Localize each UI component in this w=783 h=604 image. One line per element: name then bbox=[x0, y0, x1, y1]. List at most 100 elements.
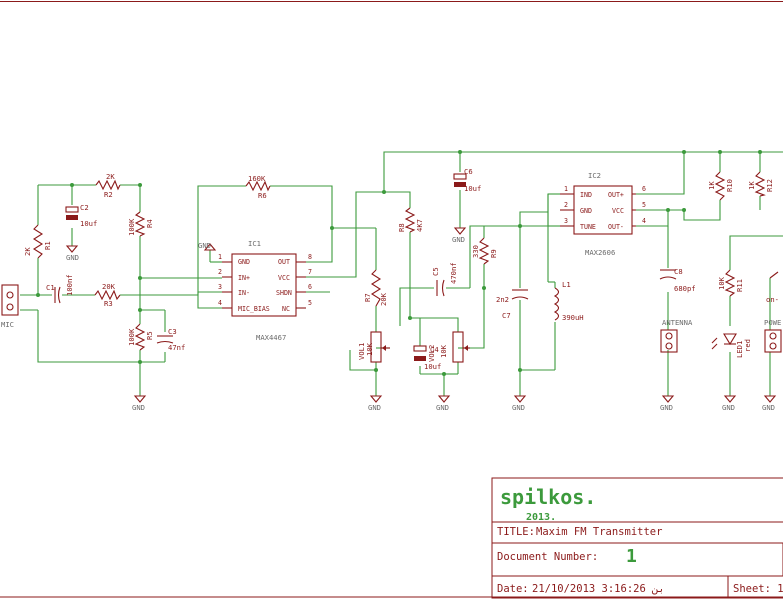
resistor-r11[interactable]: 10K R11 bbox=[717, 269, 744, 297]
resistor-r5[interactable]: 100K R5 bbox=[127, 323, 154, 351]
gnd-vol1: GND bbox=[368, 395, 383, 412]
c6-value: 10uf bbox=[464, 184, 481, 193]
gnd-power-label: GND bbox=[762, 403, 775, 412]
r5-name: R5 bbox=[145, 331, 154, 340]
resistor-r12[interactable]: 1K R12 bbox=[747, 171, 774, 197]
r1-name: R1 bbox=[43, 241, 52, 250]
title-block: spilkos. 2013. TITLE: Maxim FM Transmitt… bbox=[491, 477, 783, 599]
gnd-vol1-label: GND bbox=[368, 403, 381, 412]
vol1-name: VOL1 bbox=[357, 343, 366, 360]
resistor-r1[interactable]: 2K R1 bbox=[23, 224, 52, 259]
capacitor-c4[interactable]: C4 10uf bbox=[413, 345, 441, 371]
r2-value: 2K bbox=[106, 172, 115, 181]
resistor-r3[interactable]: 20K R3 bbox=[94, 282, 121, 308]
c7-name: C7 bbox=[502, 311, 511, 320]
onoff-switch[interactable]: on- bbox=[766, 271, 779, 304]
mic-label: MIC bbox=[1, 320, 14, 329]
resistor-r7[interactable]: 20K R7 bbox=[363, 269, 388, 307]
wires bbox=[20, 151, 783, 396]
c8-name: C8 bbox=[674, 267, 683, 276]
r1-value: 2K bbox=[23, 247, 32, 256]
ic1-pin-vcc: VCC bbox=[278, 274, 290, 282]
r5-value: 100K bbox=[127, 328, 136, 346]
ic1-pin-out: OUT bbox=[278, 258, 290, 266]
ic2-pin-outp: OUT+ bbox=[608, 191, 624, 199]
antenna-connector[interactable]: ANTENNA bbox=[660, 318, 693, 353]
gnd-r5: GND bbox=[132, 395, 147, 412]
resistor-r8[interactable]: R8 4K7 bbox=[397, 207, 424, 233]
capacitor-c3[interactable]: C3 47nf bbox=[156, 327, 185, 352]
gnd-led: GND bbox=[722, 395, 737, 412]
resistor-r4[interactable]: 100K R4 bbox=[127, 211, 154, 237]
c3-value: 47nf bbox=[168, 343, 185, 352]
mic-connector[interactable]: MIC bbox=[1, 284, 19, 329]
ic2-pinnum-3: 3 bbox=[564, 217, 568, 225]
c4-value: 10uf bbox=[424, 362, 441, 371]
r4-value: 100K bbox=[127, 218, 136, 236]
inductor-l1[interactable]: L1 390uH bbox=[553, 280, 584, 322]
ic2-pin-ind: IND bbox=[580, 191, 592, 199]
ic2-pinnum-2: 2 bbox=[564, 201, 568, 209]
resistor-r10[interactable]: 1K R10 bbox=[707, 171, 734, 201]
gnd-c2: GND bbox=[65, 245, 79, 262]
c2-value: 10uf bbox=[80, 219, 97, 228]
resistor-r6[interactable]: 160K R6 bbox=[245, 174, 271, 200]
resistor-r9[interactable]: 330 R9 bbox=[471, 237, 498, 265]
ic2-pinnum-6: 6 bbox=[642, 185, 646, 193]
ic2-pin-gnd: GND bbox=[580, 207, 592, 215]
ic1-pin-micbias: MIC_BIAS bbox=[238, 305, 270, 313]
gnd-antenna: GND bbox=[660, 395, 675, 412]
onoff-label: on- bbox=[766, 295, 779, 304]
drawing-title: Maxim FM Transmitter bbox=[536, 526, 662, 538]
ground-symbols: GND GND GND GND GND GND GND GND bbox=[65, 227, 777, 412]
r8-name: R8 bbox=[397, 223, 406, 232]
r12-name: R12 bbox=[765, 179, 774, 192]
capacitor-c5[interactable]: C5 470nf bbox=[431, 262, 458, 297]
potentiometer-vol1[interactable]: VOL1 10K bbox=[357, 331, 390, 363]
ic2-pin-tune: TUNE bbox=[580, 223, 596, 231]
ic2-pinnum-4: 4 bbox=[642, 217, 646, 225]
potentiometer-vol2[interactable]: VOL2 10K bbox=[427, 331, 470, 363]
capacitor-c7[interactable]: 2n2 C7 bbox=[496, 289, 529, 320]
power-connector[interactable]: POWE bbox=[764, 318, 782, 353]
led1-value: red bbox=[743, 339, 752, 352]
capacitor-c6[interactable]: C6 10uf bbox=[453, 167, 481, 193]
r3-value: 20K bbox=[102, 282, 116, 291]
ic1-pin-inm: IN- bbox=[238, 289, 250, 297]
ic2-max2606[interactable]: IC2 MAX2606 IND GND TUNE OUT+ VCC OUT- 1… bbox=[560, 171, 646, 257]
vol1-value: 10K bbox=[365, 342, 374, 356]
gnd-c6: GND bbox=[452, 227, 467, 244]
c4-name: C4 bbox=[430, 345, 439, 354]
c5-name: C5 bbox=[431, 267, 440, 276]
gnd-led-label: GND bbox=[722, 403, 735, 412]
ic1-pinnum-5: 5 bbox=[308, 299, 312, 307]
gnd-c7: GND bbox=[512, 395, 527, 412]
ic1-pinnum-3: 3 bbox=[218, 283, 222, 291]
resistor-r2[interactable]: 2K R2 bbox=[95, 172, 121, 199]
gnd-r5-label: GND bbox=[132, 403, 145, 412]
r9-name: R9 bbox=[489, 249, 498, 258]
gnd-antenna-label: GND bbox=[660, 403, 673, 412]
capacitor-c8[interactable]: C8 680pf bbox=[659, 267, 696, 293]
ic2-pin-vcc: VCC bbox=[612, 207, 624, 215]
r8-value: 4K7 bbox=[415, 219, 424, 232]
r7-value: 20K bbox=[379, 292, 388, 306]
led-led1[interactable]: LED1 red bbox=[711, 333, 752, 358]
gnd-c4: GND bbox=[436, 395, 451, 412]
r4-name: R4 bbox=[145, 219, 154, 228]
ic1-pin-inp: IN+ bbox=[238, 274, 250, 282]
capacitor-c2[interactable]: C2 10uf bbox=[65, 203, 97, 228]
c5-value: 470nf bbox=[449, 262, 458, 284]
doc-number-label: Document Number: bbox=[497, 551, 598, 563]
sheet-label: Sheet: 1 bbox=[733, 583, 783, 595]
c2-name: C2 bbox=[80, 203, 89, 212]
r12-value: 1K bbox=[747, 181, 756, 190]
ic1-pinnum-1: 1 bbox=[218, 253, 222, 261]
capacitor-c1[interactable]: C1 100nf bbox=[46, 274, 74, 304]
r10-name: R10 bbox=[725, 179, 734, 192]
r10-value: 1K bbox=[707, 181, 716, 190]
gnd-c2-label: GND bbox=[66, 253, 79, 262]
ic1-max4467[interactable]: IC1 MAX4467 GND IN+ IN- MIC_BIAS OUT VCC… bbox=[218, 239, 312, 342]
